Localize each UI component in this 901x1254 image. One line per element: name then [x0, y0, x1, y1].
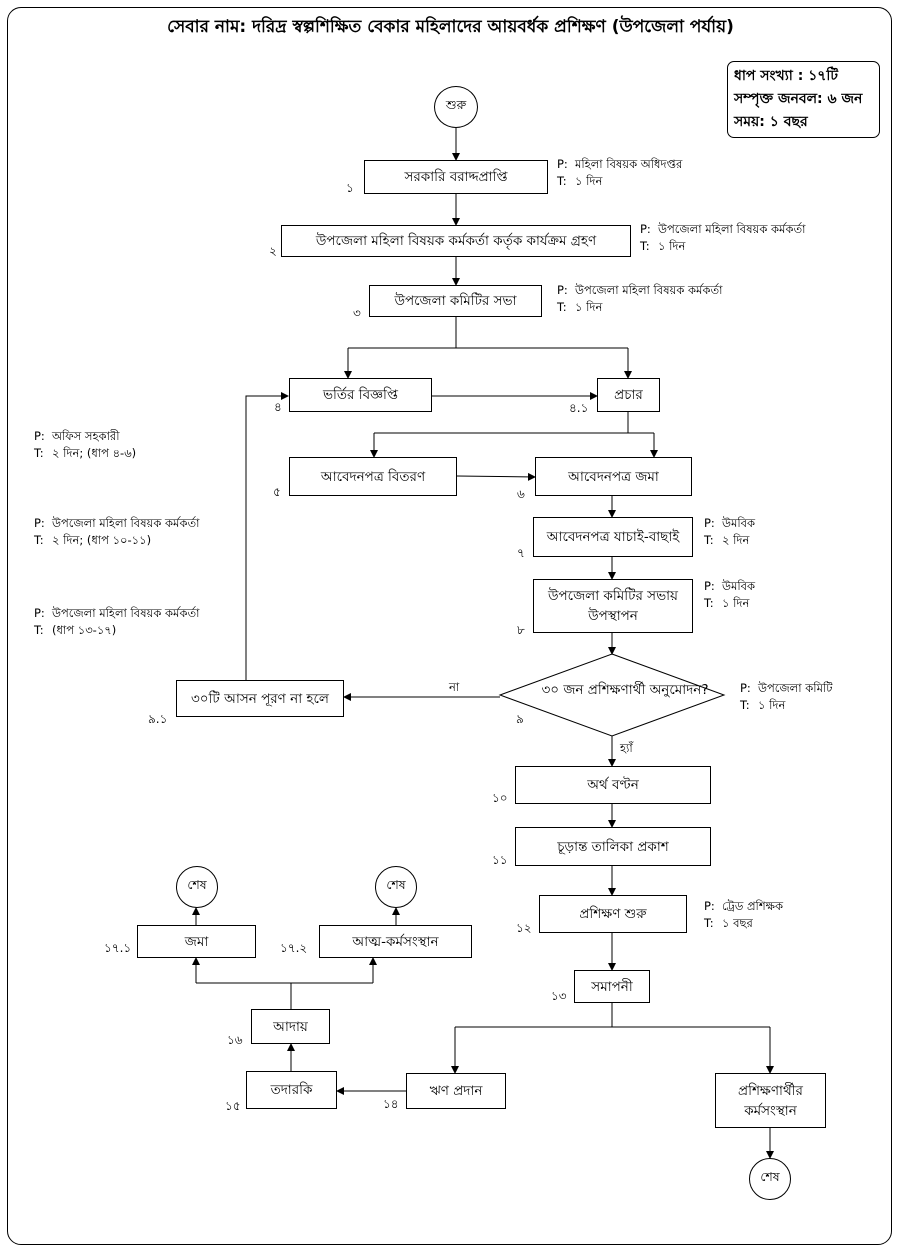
step-11-box: চূড়ান্ত তালিকা প্রকাশ	[515, 827, 711, 866]
annotation-time: (ধাপ ১৩-১৭)	[52, 623, 117, 637]
end-node-2: শেষ	[375, 866, 417, 908]
annotation-time: ২ দিন; (ধাপ ১০-১১)	[52, 533, 152, 547]
end-node-1: শেষ	[176, 866, 218, 908]
annotation-person: অফিস সহকারী	[52, 429, 120, 443]
step-8-box: উপজেলা কমিটির সভায় উপস্থাপন	[533, 579, 693, 633]
step-number-3: ৩	[353, 306, 361, 320]
edge-label-no: না	[449, 680, 460, 694]
annotation-time: ১ বছর	[722, 916, 753, 930]
annotation-person: উপজেলা মহিলা বিষয়ক কর্মকর্তা	[52, 606, 200, 620]
step-number-6: ৬	[517, 487, 525, 501]
annotation-person: উপজেলা মহিলা বিষয়ক কর্মকর্তা	[658, 222, 806, 236]
start-node: শুরু	[434, 86, 478, 128]
step-number-9-1: ৯.১	[148, 712, 168, 726]
step-number-7: ৭	[517, 546, 525, 560]
summary-time: সময়: ১ বছর	[734, 114, 808, 130]
annotation-left-3: P:উপজেলা মহিলা বিষয়ক কর্মকর্তা T:(ধাপ ১…	[34, 606, 200, 637]
step-12-box: প্রশিক্ষণ শুরু	[539, 895, 687, 933]
annotation-step-8: P:উমবিক T:১ দিন	[704, 579, 756, 610]
annotation-person: উমবিক	[722, 516, 756, 530]
annotation-time: ২ দিন; (ধাপ ৪-৬)	[52, 446, 137, 460]
step-number-11: ১১	[492, 853, 508, 867]
summary-steps: ধাপ সংখ্যা : ১৭টি	[734, 68, 839, 84]
annotation-person: উপজেলা মহিলা বিষয়ক কর্মকর্তা	[52, 516, 200, 530]
annotation-step-1: P:মহিলা বিষয়ক অধিদপ্তর T:১ দিন	[557, 157, 683, 188]
annotation-time: ২ দিন	[722, 533, 750, 547]
edge-label-yes: হ্যাঁ	[620, 741, 633, 755]
step-number-2: ২	[269, 244, 277, 258]
step-number-17-2: ১৭.২	[280, 941, 308, 955]
step-17-1-box: জমা	[137, 925, 256, 958]
annotation-person: মহিলা বিষয়ক অধিদপ্তর	[575, 157, 683, 171]
annotation-person: উমবিক	[722, 579, 756, 593]
step-2-box: উপজেলা মহিলা বিষয়ক কর্মকর্তা কর্তৃক কার…	[281, 225, 631, 257]
step-number-8: ৮	[517, 623, 525, 637]
annotation-step-3: P:উপজেলা মহিলা বিষয়ক কর্মকর্তা T:১ দিন	[557, 283, 723, 314]
page-border	[7, 7, 892, 1245]
step-number-15: ১৫	[225, 1099, 241, 1113]
step-number-1: ১	[346, 181, 354, 195]
annotation-step-9: P:উপজেলা কমিটি T:১ দিন	[740, 681, 833, 712]
step-number-4: ৪	[274, 400, 282, 414]
page-title: সেবার নাম: দরিদ্র স্বল্পশিক্ষিত বেকার মহ…	[167, 17, 734, 37]
annotation-time: ১ দিন	[658, 239, 686, 253]
step-number-10: ১০	[492, 791, 508, 805]
step-number-4-1: ৪.১	[569, 401, 589, 415]
step-4-box: ভর্তির বিজ্ঞপ্তি	[289, 378, 432, 412]
annotation-step-7: P:উমবিক T:২ দিন	[704, 516, 756, 547]
step-number-12: ১২	[516, 921, 532, 935]
step-number-13: ১৩	[551, 989, 567, 1003]
step-17-2-box: আত্ম-কর্মসংস্থান	[319, 925, 472, 958]
annotation-step-12: P:ট্রেড প্রশিক্ষক T:১ বছর	[704, 899, 783, 930]
step-4-1-box: প্রচার	[597, 378, 660, 412]
summary-box: ধাপ সংখ্যা : ১৭টি সম্পৃক্ত জনবল: ৬ জন সম…	[727, 61, 880, 138]
step-number-9: ৯	[516, 712, 524, 726]
employment-box: প্রশিক্ষণার্থীর কর্মসংস্থান	[715, 1073, 826, 1128]
annotation-person: ট্রেড প্রশিক্ষক	[722, 899, 783, 913]
step-6-box: আবেদনপত্র জমা	[535, 457, 692, 496]
annotation-step-2: P:উপজেলা মহিলা বিষয়ক কর্মকর্তা T:১ দিন	[640, 222, 806, 253]
step-number-5: ৫	[273, 485, 281, 499]
annotation-time: ১ দিন	[575, 174, 603, 188]
annotation-left-2: P:উপজেলা মহিলা বিষয়ক কর্মকর্তা T:২ দিন;…	[34, 516, 200, 547]
step-14-box: ঋণ প্রদান	[406, 1073, 506, 1109]
annotation-person: উপজেলা মহিলা বিষয়ক কর্মকর্তা	[575, 283, 723, 297]
annotation-left-1: P:অফিস সহকারী T:২ দিন; (ধাপ ৪-৬)	[34, 429, 137, 460]
step-9-text: ৩০ জন প্রশিক্ষণার্থী অনুমোদন?	[541, 682, 709, 698]
step-10-box: অর্থ বণ্টন	[515, 766, 711, 804]
annotation-time: ১ দিন	[575, 300, 603, 314]
step-15-box: তদারকি	[246, 1071, 337, 1109]
step-3-box: উপজেলা কমিটির সভা	[369, 285, 542, 317]
step-1-box: সরকারি বরাদ্দপ্রাপ্তি	[364, 160, 548, 194]
step-7-box: আবেদনপত্র যাচাই-বাছাই	[533, 517, 693, 557]
annotation-time: ১ দিন	[722, 596, 750, 610]
step-number-14: ১৪	[383, 1097, 399, 1111]
step-9-1-box: ৩০টি আসন পূরণ না হলে	[176, 680, 344, 717]
annotation-person: উপজেলা কমিটি	[758, 681, 833, 695]
step-13-box: সমাপনী	[574, 970, 650, 1003]
summary-people: সম্পৃক্ত জনবল: ৬ জন	[734, 91, 863, 107]
end-node-3: শেষ	[749, 1158, 791, 1200]
step-number-17-1: ১৭.১	[104, 941, 132, 955]
step-5-box: আবেদনপত্র বিতরণ	[289, 457, 457, 496]
annotation-time: ১ দিন	[758, 698, 786, 712]
edge-91-4	[245, 392, 289, 680]
edge-5-6	[456, 472, 536, 481]
step-16-box: আদায়	[251, 1009, 330, 1044]
step-number-16: ১৬	[227, 1033, 243, 1047]
